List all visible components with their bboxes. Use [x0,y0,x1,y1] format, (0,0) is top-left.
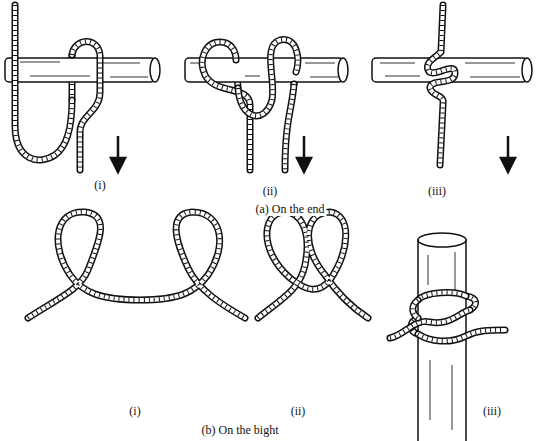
clove-hitch-step [372,5,532,172]
rope [427,5,455,165]
rope [390,310,470,338]
rope-core [28,212,245,318]
step-number: (ii) [261,184,280,198]
step-number: (i) [92,178,107,192]
rope-core [413,300,418,318]
post-top [418,233,466,247]
rope-core [418,293,466,300]
rope-core [285,84,294,170]
wood-grain [20,62,148,77]
step-number: (ii) [289,404,308,418]
rope-twist [418,330,505,341]
wood-grain [190,63,338,77]
rope [418,330,505,341]
rope-twist [413,300,418,318]
pull-arrow [117,136,120,160]
pole-end [522,58,532,82]
rope [72,41,100,170]
arrow-head [111,158,125,172]
pull-arrow [303,136,306,160]
step-number: (i) [127,404,142,418]
rope-core [390,310,470,338]
rope-twist [15,5,72,160]
rope-core [258,212,368,318]
section-caption: (a) On the end [254,202,327,216]
rope-core [15,5,72,160]
clove-hitch-step [185,40,348,172]
rope-twist [418,293,466,300]
rope-twist [427,5,455,165]
section-caption: (b) On the bight [200,423,281,437]
rope-core [72,41,100,170]
post-hitch [390,233,505,441]
rope [285,84,294,170]
rope-twist [285,84,294,170]
pole [5,58,155,82]
rope [418,293,466,300]
clove-hitch-step [5,5,160,172]
rope-twist [72,41,100,170]
rope-loops [28,212,245,318]
pole-end [150,58,160,82]
arrow-head [297,158,311,172]
rope-core [418,330,505,341]
step-number: (iii) [426,184,448,198]
arrow-head [501,158,515,172]
pull-arrow [507,136,510,160]
rope-core [427,5,455,165]
pole-end [338,58,348,82]
rope-twist [390,310,470,338]
rope [413,300,418,318]
rope-twist [28,212,245,318]
rope [15,5,72,160]
step-number: (iii) [481,404,503,418]
rope-loops [258,212,368,318]
rope-twist [258,212,368,318]
